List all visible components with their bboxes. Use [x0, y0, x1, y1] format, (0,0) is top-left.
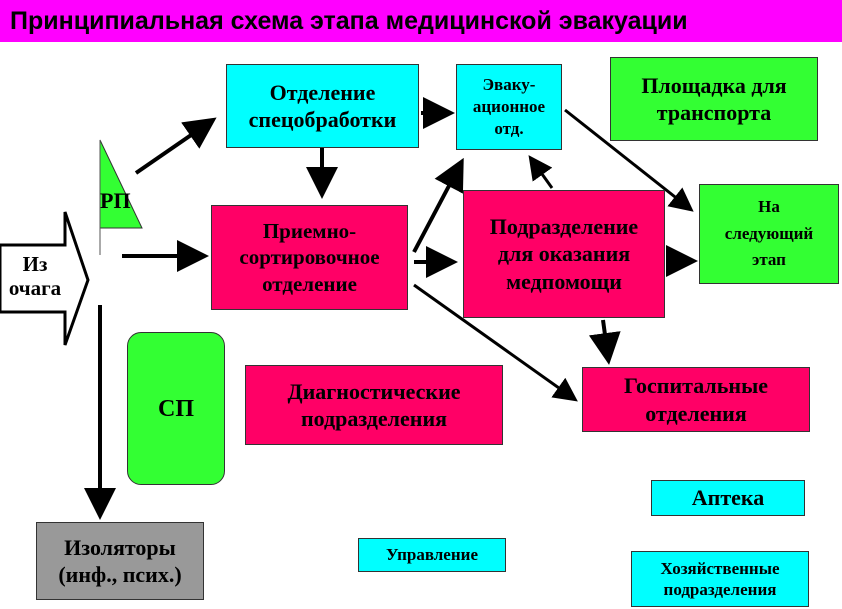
next-stage-box: На следующий этап — [699, 184, 839, 284]
triage-box: Приемно- сортировочное отделение — [211, 205, 408, 310]
spec-treatment-box: Отделение спецобработки — [226, 64, 419, 148]
arrow-evac-to-next — [564, 108, 694, 212]
care-unit-box: Подразделение для оказания медпомощи — [463, 190, 665, 318]
rp-label: РП — [100, 188, 131, 213]
arrow-rp-to-spec — [134, 117, 217, 175]
arrow-triage-to-hospital — [413, 283, 578, 402]
arrow-triage-to-evac — [412, 157, 464, 253]
sp-box: СП — [127, 332, 225, 485]
from-focus-label: Из очага — [8, 252, 62, 301]
from-focus-arrow — [0, 211, 90, 346]
rp-flag — [99, 139, 143, 229]
management-box: Управление — [358, 538, 506, 572]
household-box: Хозяйственные подразделения — [631, 551, 809, 607]
pharmacy-box: Аптека — [651, 480, 805, 516]
diagnostics-box: Диагностические подразделения — [245, 365, 503, 445]
arrow-care-to-hospital — [588, 319, 621, 365]
isolators-box: Изоляторы (инф., псих.) — [36, 522, 204, 600]
page-title: Принципиальная схема этапа медицинской э… — [0, 0, 842, 42]
hospital-box: Госпитальные отделения — [582, 367, 810, 432]
arrow-care-to-evac — [528, 155, 554, 189]
transport-area-box: Площадка для транспорта — [610, 57, 818, 141]
evac-dept-box: Эваку- ационное отд. — [456, 64, 562, 150]
